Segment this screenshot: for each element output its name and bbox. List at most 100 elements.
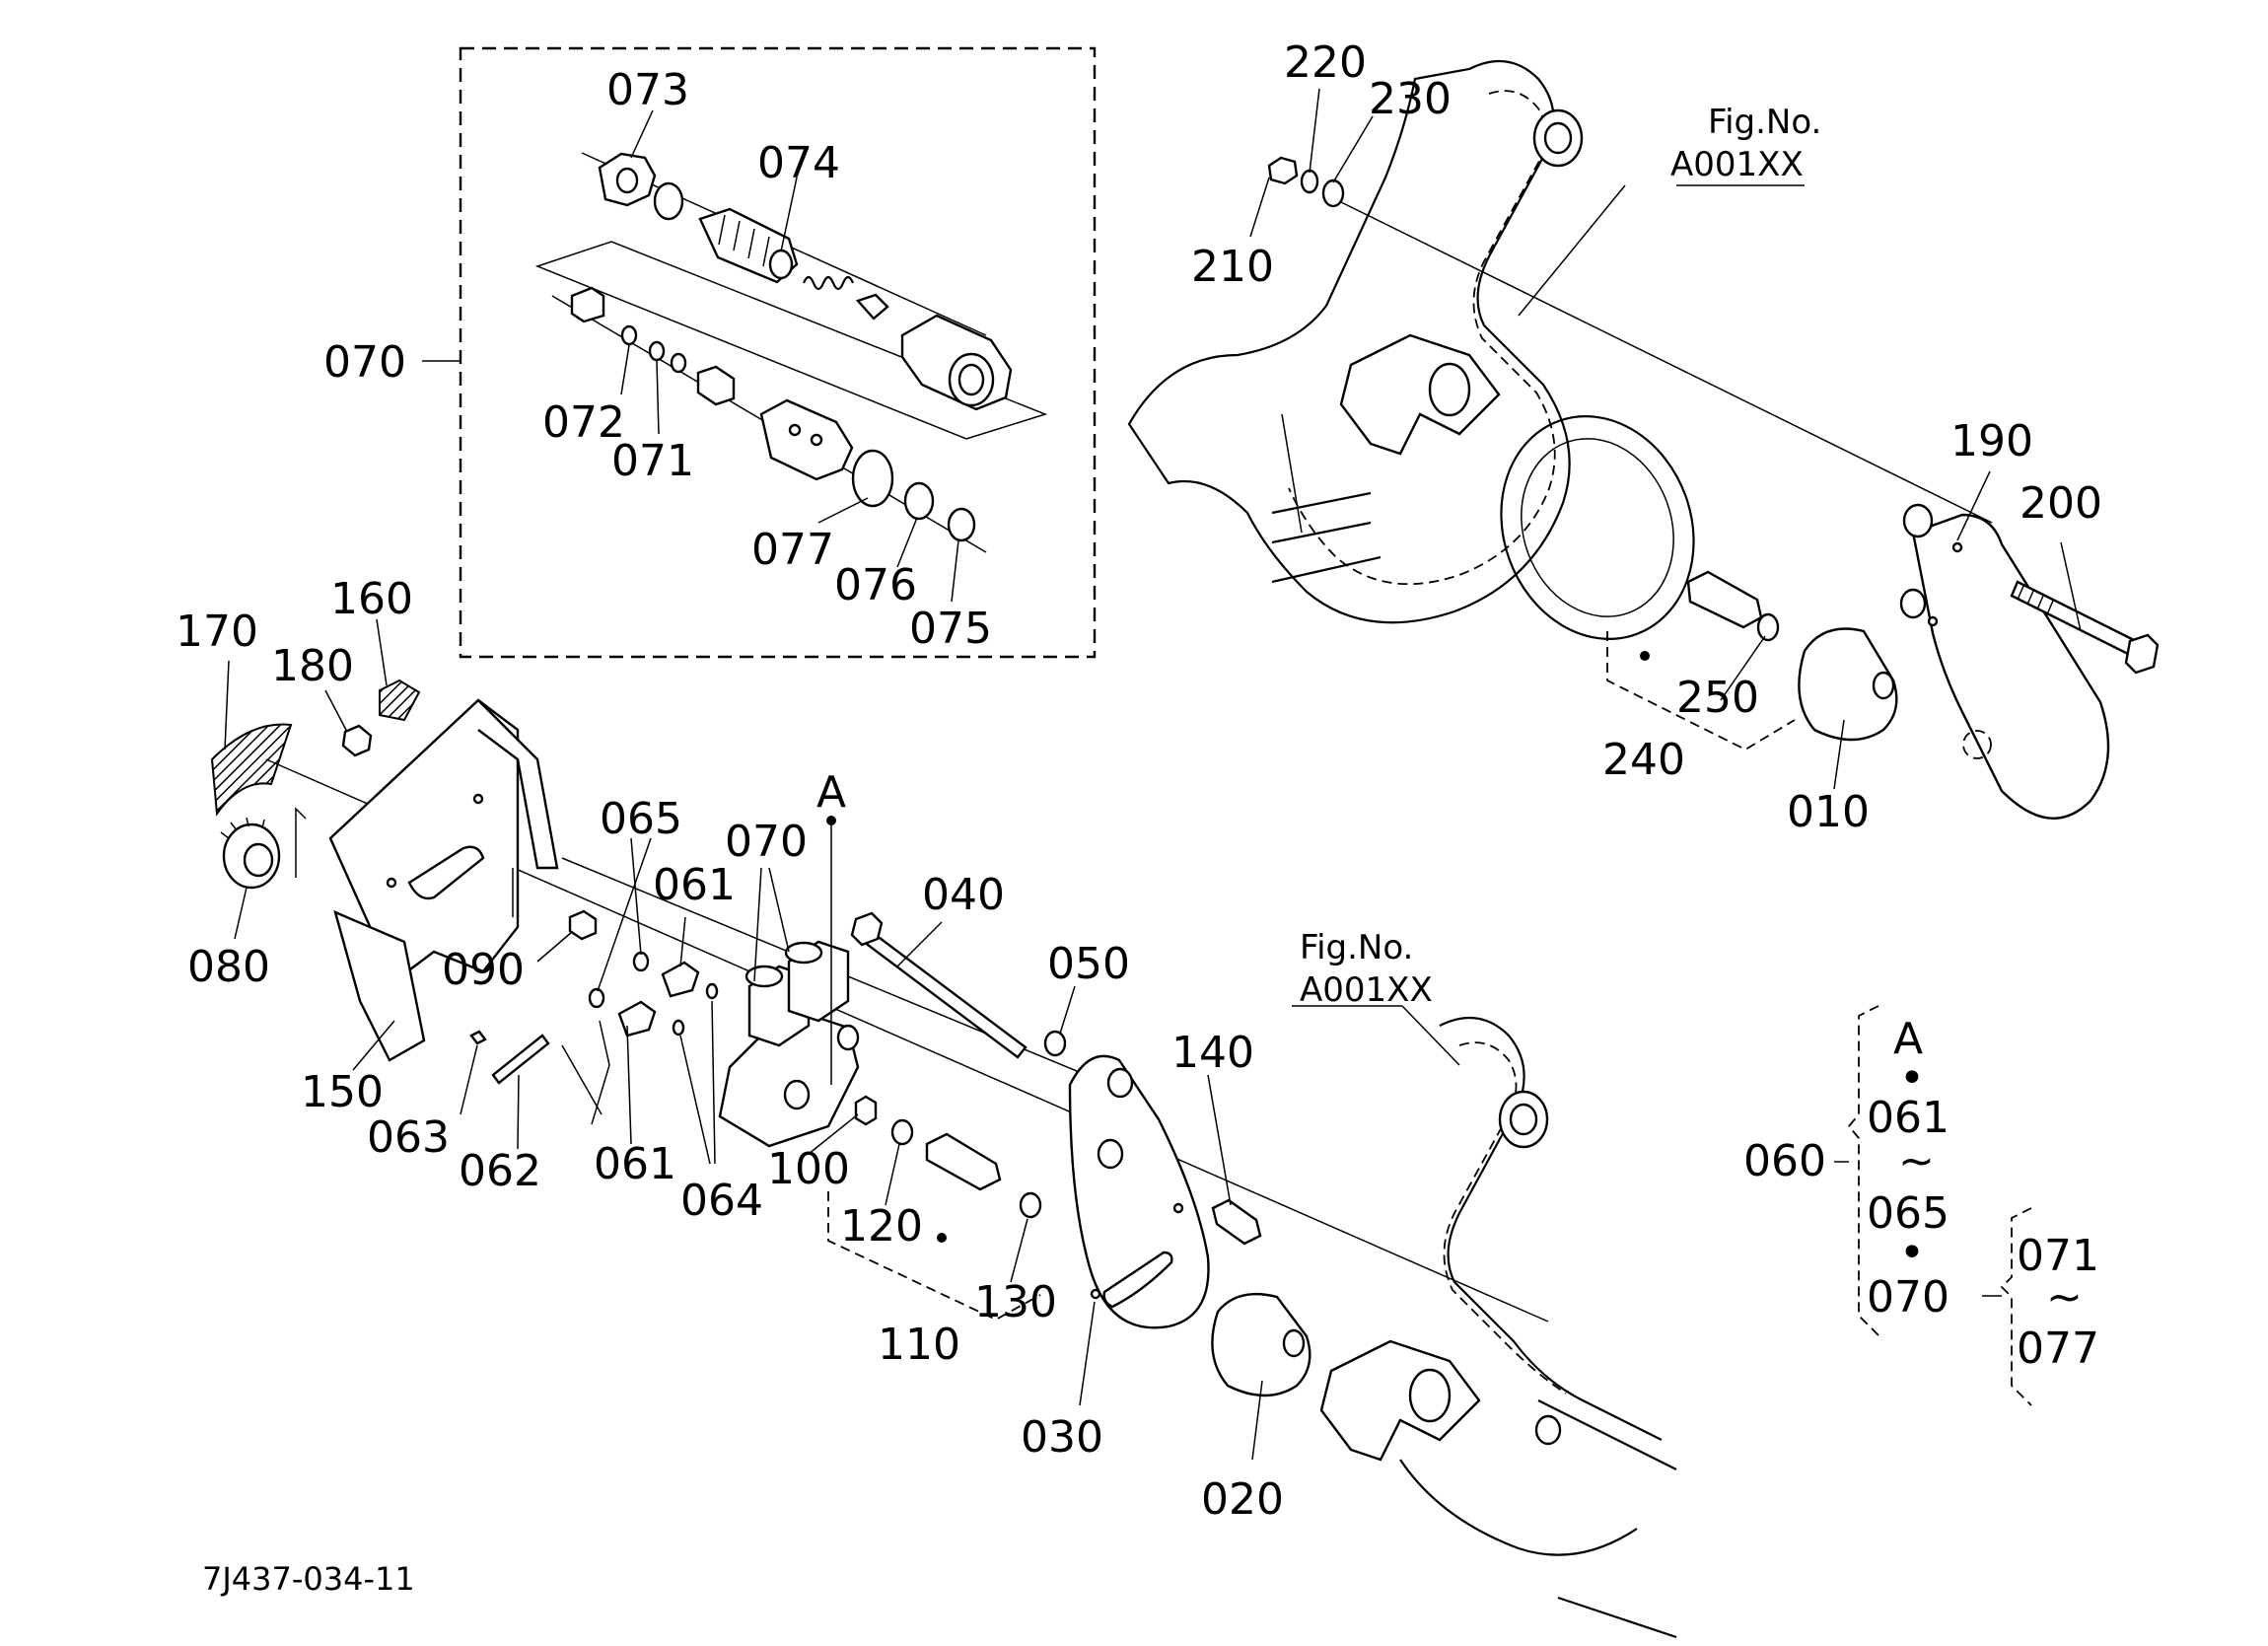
callout-120: 120 (840, 1201, 923, 1252)
plate-190-icon (1899, 503, 2110, 820)
valve-body-icon (900, 314, 1013, 411)
washer-230-icon (1321, 179, 1345, 208)
o-ring-072-icon (620, 324, 638, 346)
callout-200: 200 (2020, 478, 2102, 529)
o-ring-074-icon (768, 249, 794, 280)
lower-arm-frame-icon (1319, 1016, 1677, 1639)
callout-076: 076 (834, 560, 917, 610)
callout-072: 072 (542, 397, 625, 448)
callout-150: 150 (301, 1067, 384, 1117)
legend-tilde-2: ~ (2046, 1272, 2083, 1323)
cam-061-icon (661, 961, 700, 998)
callout-110: 110 (878, 1320, 960, 1370)
o-ring-120-icon (890, 1118, 914, 1146)
accumulator-020-icon (1211, 1293, 1311, 1397)
o-ring-065-icon (632, 951, 650, 972)
callout-130: 130 (974, 1277, 1057, 1327)
callout-210: 210 (1191, 242, 1274, 292)
plug-100-icon (854, 1095, 878, 1126)
callout-220: 220 (1284, 37, 1367, 88)
washer-050-icon (1043, 1030, 1067, 1057)
callout-240: 240 (1602, 735, 1685, 785)
bolt-040-icon (850, 911, 1028, 1059)
callout-180: 180 (271, 641, 354, 691)
o-ring-130-icon (1019, 1191, 1042, 1219)
callout-073: 073 (606, 65, 689, 115)
arm-frame-icon (1127, 59, 1695, 640)
nut-090-icon (568, 909, 598, 941)
plug-icon (570, 286, 605, 323)
label-170-icon (210, 723, 293, 817)
sleeve-icon (759, 398, 854, 481)
bolt-200-icon (2010, 580, 2160, 675)
callout-230: 230 (1369, 74, 1452, 124)
legend-bracket-outer (1847, 1005, 1879, 1336)
figure-ref-bottom-line2: A001XX (1300, 970, 1433, 1010)
o-ring-075-icon (947, 507, 976, 542)
cover-150-icon (328, 698, 559, 1062)
callout-061-upper: 061 (653, 860, 736, 910)
marker-a: A (816, 767, 846, 818)
callout-064: 064 (680, 1176, 763, 1226)
callout-063: 063 (367, 1112, 450, 1163)
o-ring-077-icon (851, 449, 894, 508)
washer-icon (653, 181, 684, 221)
legend-dot-1: • (1899, 1053, 1925, 1104)
fitting-180-icon (341, 724, 373, 757)
legend-group-060: 060 (1743, 1136, 1826, 1186)
callout-040: 040 (922, 870, 1005, 920)
callout-090: 090 (442, 945, 525, 995)
valve-inset-070 (422, 46, 1097, 659)
legend-range-end-077: 077 (2017, 1324, 2099, 1374)
upper-arm-assembly (1127, 59, 2160, 820)
knob-080-icon (220, 817, 281, 890)
callout-077: 077 (751, 525, 834, 575)
legend-tilde-1: ~ (1898, 1136, 1935, 1186)
pin-240-icon (1686, 570, 1763, 629)
callout-010: 010 (1787, 787, 1870, 837)
label-160-icon (379, 679, 421, 722)
legend-sub-group-070: 070 (1867, 1272, 1949, 1323)
legend-marker-a: A (1893, 1014, 1923, 1064)
callout-190: 190 (1950, 416, 2033, 466)
legend-bracket-inner (2000, 1207, 2032, 1406)
ring-076-icon (903, 481, 935, 521)
callout-labels: 073 074 070 072 071 077 076 075 220 230 … (176, 37, 2102, 1598)
accumulator-010-icon (1798, 627, 1898, 742)
callout-061-lower: 061 (594, 1139, 676, 1189)
callout-170: 170 (176, 607, 258, 657)
legend-dot-2: • (1899, 1228, 1925, 1278)
figure-ref-bottom-line1: Fig.No. (1300, 928, 1413, 967)
spool-icon (696, 365, 736, 406)
callout-080: 080 (187, 942, 270, 992)
nut-073-icon (598, 152, 657, 207)
callout-250: 250 (1676, 673, 1759, 723)
legend-range-start-061: 061 (1867, 1093, 1949, 1143)
callout-075: 075 (909, 604, 992, 654)
nut-210-icon (1267, 156, 1299, 185)
callout-062: 062 (459, 1146, 541, 1196)
callout-020: 020 (1201, 1474, 1284, 1525)
pin-062-icon (491, 1034, 550, 1085)
legend-060 (1834, 1005, 2032, 1406)
inset-sub-assembly-plane (534, 241, 1048, 440)
callout-160: 160 (330, 574, 413, 624)
callout-071: 071 (611, 436, 694, 486)
lower-assembly (210, 618, 1677, 1639)
o-ring-071-icon (648, 340, 666, 362)
drawing-code: 7J437-034-11 (202, 1560, 415, 1598)
callout-050: 050 (1047, 939, 1130, 989)
callout-100: 100 (767, 1144, 850, 1194)
bracket-030-icon (1068, 1054, 1210, 1329)
washer-220-icon (1300, 169, 1319, 194)
figure-ref-top-line1: Fig.No. (1708, 103, 1821, 142)
callout-030: 030 (1021, 1412, 1103, 1463)
inset-dashed-frame (459, 46, 1097, 659)
legend-range-end-065: 065 (1867, 1188, 1949, 1239)
callout-070-mid: 070 (725, 817, 808, 867)
fitting-140-icon (1211, 1198, 1262, 1246)
poppet-icon (855, 293, 889, 321)
o-ring-250-icon (1756, 612, 1780, 642)
pin-110-icon (925, 1132, 1002, 1191)
